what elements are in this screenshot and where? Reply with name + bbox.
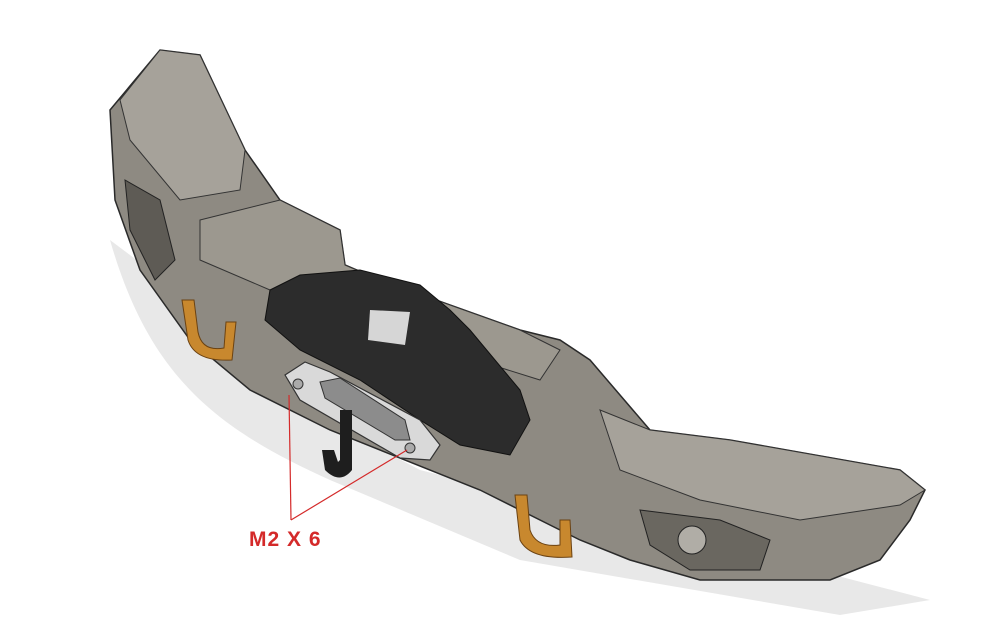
screw-left xyxy=(292,378,304,390)
left-recovery-hook xyxy=(181,299,237,361)
leader-line-right xyxy=(290,449,408,521)
screw-spec-callout: M2 X 6 xyxy=(249,528,322,551)
screw-right xyxy=(404,442,416,454)
fairlead-slot xyxy=(319,377,411,441)
leader-line-left xyxy=(288,394,292,521)
right-recovery-hook xyxy=(514,494,573,558)
left-fog-opening xyxy=(124,179,176,281)
winch xyxy=(264,269,531,456)
right-end-top xyxy=(599,409,926,521)
left-end-top xyxy=(119,49,246,201)
fog-light xyxy=(677,525,707,555)
winch-hook xyxy=(322,410,352,478)
winch-highlight xyxy=(368,310,410,345)
